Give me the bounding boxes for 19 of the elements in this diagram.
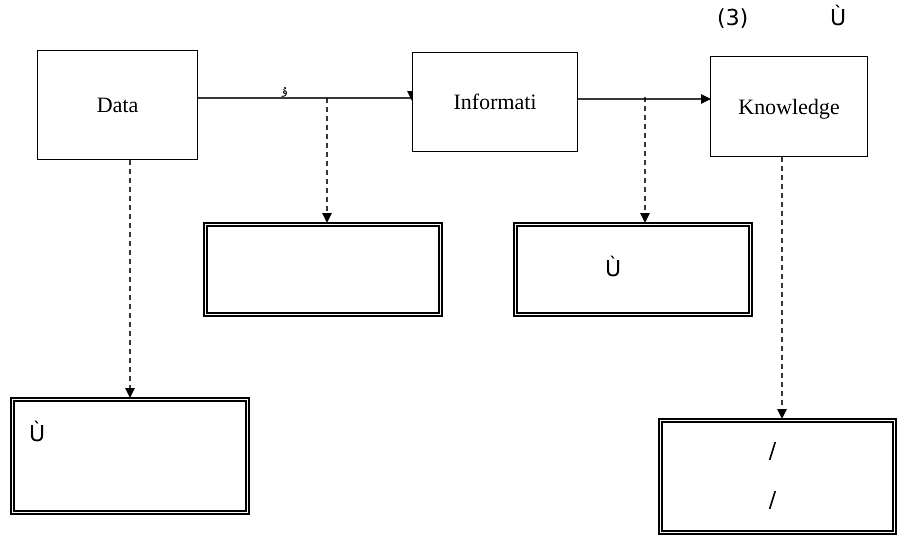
node-text: / bbox=[768, 440, 776, 463]
double-border-box bbox=[10, 397, 250, 515]
arrow bbox=[640, 97, 650, 223]
arrow bbox=[578, 94, 711, 104]
arrow bbox=[777, 157, 787, 419]
double-border-box bbox=[203, 222, 443, 317]
label: (3) bbox=[717, 8, 748, 30]
double-border-box bbox=[513, 222, 753, 317]
process-box bbox=[412, 52, 578, 152]
node-text: Knowledge bbox=[738, 96, 840, 118]
node-text: / bbox=[768, 490, 776, 512]
node-text: Data bbox=[96, 94, 138, 116]
double-border-box bbox=[658, 418, 897, 535]
label: ۇ bbox=[282, 84, 288, 96]
arrow bbox=[322, 98, 332, 223]
node-text: Informati bbox=[453, 91, 537, 113]
process-box bbox=[710, 56, 868, 157]
arrow bbox=[125, 160, 135, 398]
process-box bbox=[37, 50, 198, 160]
